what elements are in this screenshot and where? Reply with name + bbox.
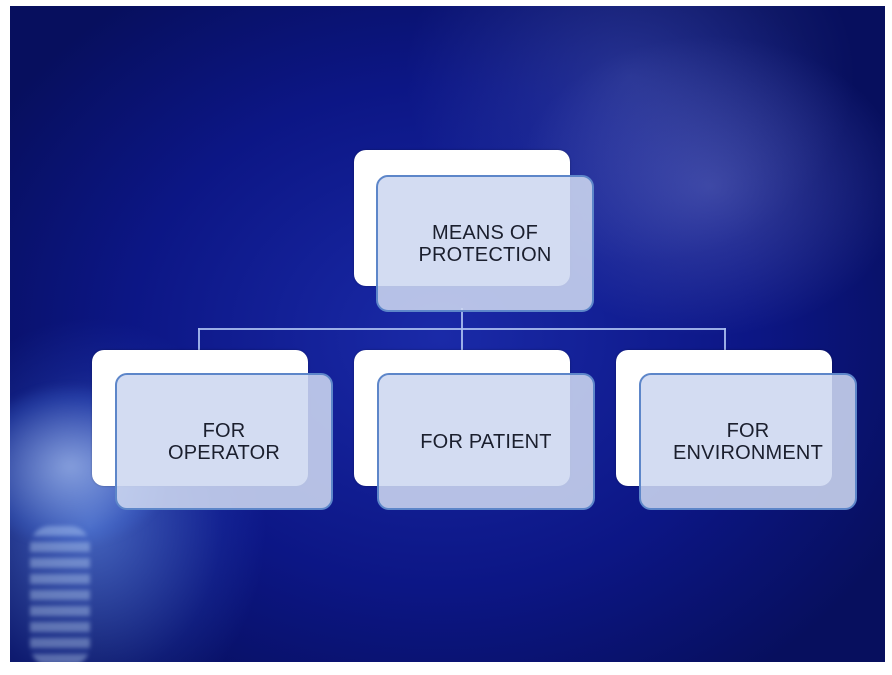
connector-center-vertical [461, 328, 463, 352]
child-node-environment-label: FOR ENVIRONMENT [673, 419, 823, 464]
child-node-operator: FOR OPERATOR [115, 373, 333, 510]
child-node-patient: FOR PATIENT [377, 373, 595, 510]
child-node-operator-label: FOR OPERATOR [168, 419, 280, 464]
child-node-patient-label: FOR PATIENT [420, 430, 552, 453]
xray-spine-image [30, 526, 90, 662]
connector-right-vertical [724, 328, 726, 352]
root-node: MEANS OF PROTECTION [376, 175, 594, 312]
connector-left-vertical [198, 328, 200, 352]
slide-background: MEANS OF PROTECTION FOR OPERATOR FOR PAT… [10, 6, 885, 662]
root-connector-vertical [461, 308, 463, 330]
child-node-environment: FOR ENVIRONMENT [639, 373, 857, 510]
root-node-label: MEANS OF PROTECTION [418, 221, 552, 266]
